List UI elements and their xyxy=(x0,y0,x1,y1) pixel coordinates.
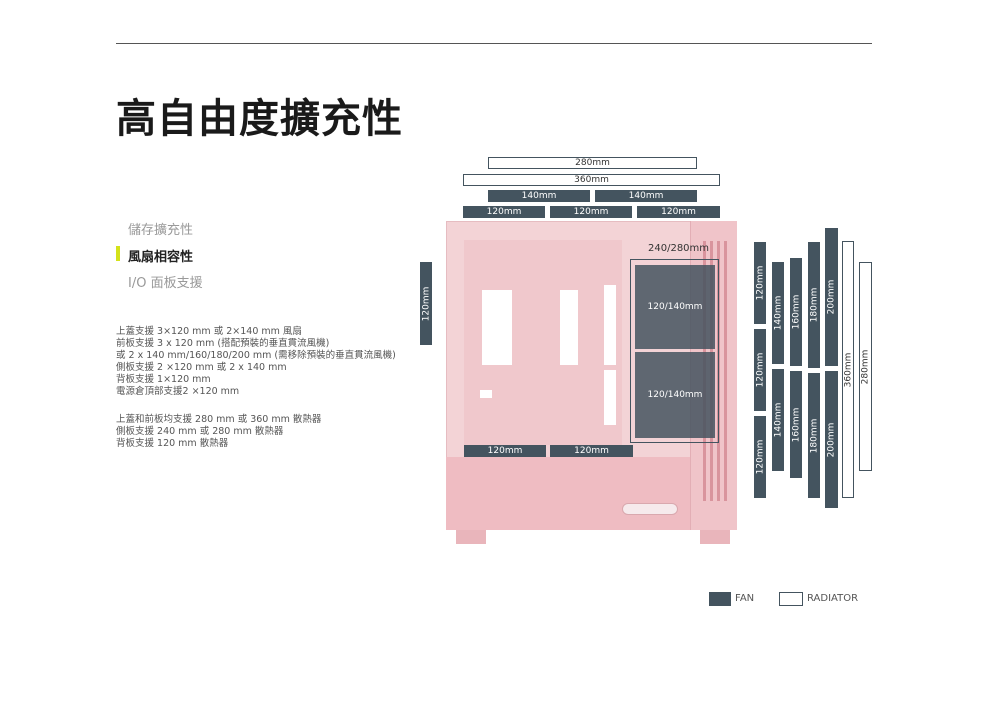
front-fan-120: 120mm xyxy=(754,329,766,411)
bar-label: 280mm xyxy=(860,349,871,384)
io-ports xyxy=(622,503,678,515)
front-fan-200: 200mm xyxy=(825,371,838,508)
nav-io-panel[interactable]: I/O 面板支援 xyxy=(128,276,203,291)
legend-radiator-swatch xyxy=(779,592,803,606)
bar-label: 140mm xyxy=(773,295,783,331)
spec-line: 上蓋和前板均支援 280 mm 或 360 mm 散熱器 xyxy=(116,414,322,425)
front-fan-120: 120mm xyxy=(754,416,766,498)
front-fan-160: 160mm xyxy=(790,371,802,478)
top-fan-120: 120mm xyxy=(463,206,545,218)
front-fan-180: 180mm xyxy=(808,373,820,498)
bar-label: 160mm xyxy=(791,407,801,442)
spec-line: 側板支援 240 mm 或 280 mm 散熱器 xyxy=(116,426,284,437)
bar-label: 180mm xyxy=(809,287,819,323)
front-radiator-360: 360mm xyxy=(842,241,854,498)
bar-label: 360mm xyxy=(843,352,853,387)
fan-support-text: 上蓋支援 3×120 mm 或 2×140 mm 風扇 前板支援 3 x 120… xyxy=(116,326,396,398)
legend-radiator-label: RADIATOR xyxy=(807,593,859,604)
case-interior xyxy=(464,240,622,445)
bar-label: 160mm xyxy=(791,294,801,330)
bar-label: 200mm xyxy=(826,422,837,457)
bar-label: 120mm xyxy=(755,352,765,388)
front-fan-140: 140mm xyxy=(772,369,784,471)
bar-label: 120mm xyxy=(421,286,431,321)
front-fan-140: 140mm xyxy=(772,262,784,364)
top-radiator-360: 360mm xyxy=(463,174,720,186)
bottom-fan-120: 120mm xyxy=(464,445,546,457)
top-fan-120: 120mm xyxy=(550,206,632,218)
nav-fan-compat[interactable]: 風扇相容性 xyxy=(128,250,194,265)
side-fan: 120/140mm xyxy=(635,265,715,349)
nav-storage[interactable]: 儲存擴充性 xyxy=(128,223,194,238)
top-fan-140: 140mm xyxy=(595,190,697,202)
side-fan: 120/140mm xyxy=(635,352,715,438)
bottom-fan-120: 120mm xyxy=(550,445,633,457)
front-radiator-280: 280mm xyxy=(859,262,872,471)
spec-line: 背板支援 1×120 mm xyxy=(116,374,211,385)
spec-line: 側板支援 2 ×120 mm 或 2 x 140 mm xyxy=(116,362,287,373)
spec-line: 或 2 x 140 mm/160/180/200 mm (需移除預裝的垂直貫流風… xyxy=(116,350,396,361)
active-indicator xyxy=(116,246,120,261)
front-fan-160: 160mm xyxy=(790,258,802,366)
spec-line: 電源倉頂部支援2 ×120 mm xyxy=(116,386,240,397)
front-fan-180: 180mm xyxy=(808,242,820,368)
bar-label: 140mm xyxy=(773,402,783,438)
legend-fan-swatch xyxy=(709,592,731,606)
front-fan-200: 200mm xyxy=(825,228,838,366)
top-fan-140: 140mm xyxy=(488,190,590,202)
case-foot xyxy=(456,530,486,544)
bar-label: 180mm xyxy=(809,418,819,453)
bar-label: 120mm xyxy=(755,265,765,301)
bar-label: 120mm xyxy=(755,439,765,475)
page-title: 高自由度擴充性 xyxy=(116,96,403,142)
rear-fan-120: 120mm xyxy=(420,262,432,345)
spec-line: 上蓋支援 3×120 mm 或 2×140 mm 風扇 xyxy=(116,326,302,337)
top-radiator-280: 280mm xyxy=(488,157,697,169)
side-radiator-label: 240/280mm xyxy=(648,243,710,254)
front-fan-120: 120mm xyxy=(754,242,766,324)
side-radiator-area: 120/140mm 120/140mm xyxy=(630,259,719,443)
spec-line: 前板支援 3 x 120 mm (搭配預裝的垂直貫流風機) xyxy=(116,338,330,349)
psu-shroud xyxy=(446,457,690,530)
case-foot xyxy=(700,530,730,544)
legend-fan-label: FAN xyxy=(735,593,755,604)
top-divider xyxy=(116,43,872,44)
top-fan-120: 120mm xyxy=(637,206,720,218)
spec-line: 背板支援 120 mm 散熱器 xyxy=(116,438,229,449)
radiator-support-text: 上蓋和前板均支援 280 mm 或 360 mm 散熱器 側板支援 240 mm… xyxy=(116,414,321,450)
bar-label: 200mm xyxy=(826,279,837,315)
